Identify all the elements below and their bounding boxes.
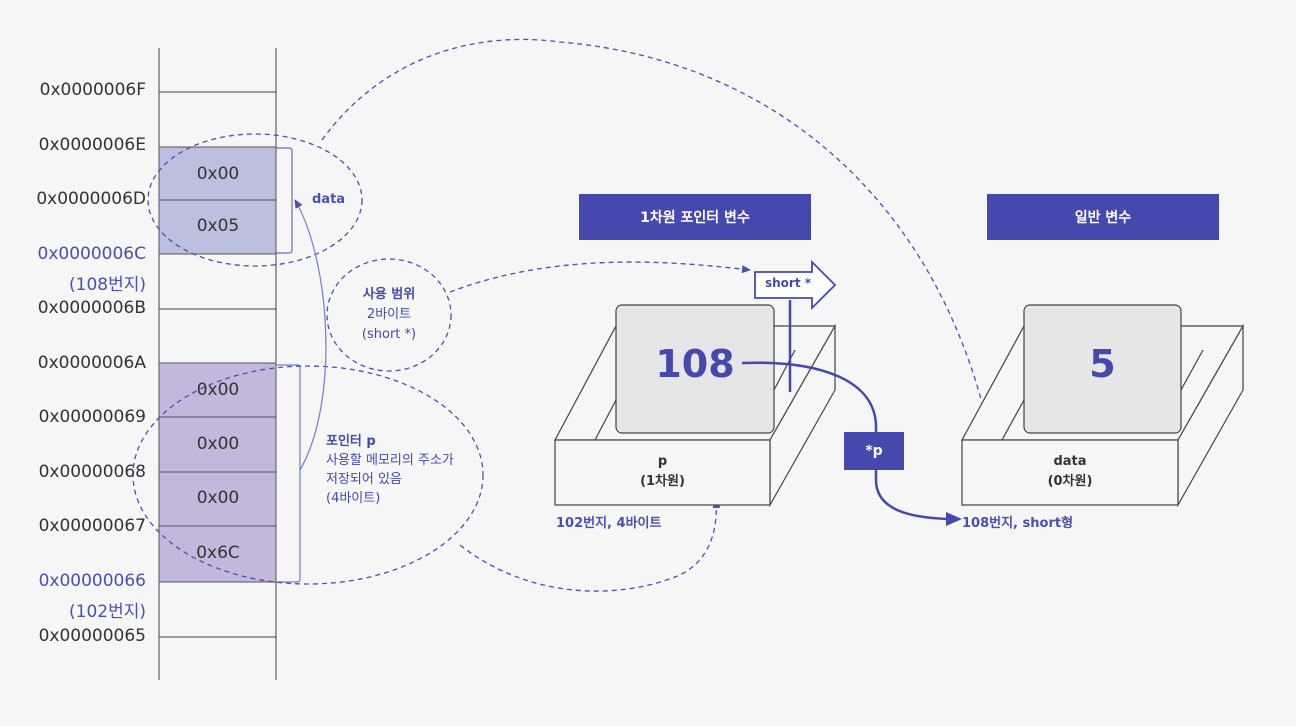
address-69: 0x00000069	[38, 407, 146, 427]
ptr-cell-3-value: 0x00	[196, 488, 240, 508]
normal-var-box	[960, 304, 1245, 508]
normal-var-name: data (0차원)	[962, 452, 1178, 492]
pointer-var-box	[553, 304, 837, 508]
address-66: 0x00000066	[38, 571, 146, 591]
normal-var-caption: 108번지, short형	[962, 516, 1074, 531]
data-cell-low-value: 0x05	[196, 216, 240, 236]
data-cell-low	[158, 199, 277, 255]
range-line1: 2바이트	[366, 307, 412, 322]
pointer-var-caption: 102번지, 4바이트	[556, 516, 662, 531]
address-6f: 0x0000006F	[39, 80, 146, 100]
normal-var-header: 일반 변수	[987, 194, 1219, 240]
pointer-label-line1: 사용할 메모리의 주소가	[326, 453, 454, 468]
address-6d: 0x0000006D	[36, 189, 146, 209]
normal-var-name-text: data	[1053, 454, 1087, 469]
address-6a: 0x0000006A	[37, 353, 146, 373]
pointer-label-title: 포인터 p	[326, 434, 376, 449]
type-tag-label: short *	[764, 276, 812, 290]
ptr-cell-1-value: 0x00	[196, 380, 240, 400]
address-65: 0x00000065	[38, 626, 146, 646]
range-line2: (short *)	[361, 327, 417, 342]
pointer-var-header: 1차원 포인터 변수	[579, 194, 811, 240]
range-title: 사용 범위	[362, 287, 416, 302]
address-68: 0x00000068	[38, 462, 146, 482]
normal-value: 5	[1089, 342, 1116, 386]
address-6e: 0x0000006E	[38, 135, 146, 155]
pointer-label-line2: 저장되어 있음	[326, 472, 402, 487]
pointer-ellipse	[132, 365, 484, 585]
data-cell-high	[158, 146, 277, 201]
pointer-var-name-text: p	[657, 454, 668, 469]
pointer-label-line3: (4바이트)	[326, 491, 381, 506]
pointer-var-dim: (1차원)	[640, 474, 685, 489]
ptr-cell-4	[158, 525, 277, 583]
ptr-cell-3	[158, 471, 277, 527]
address-6b: 0x0000006B	[37, 298, 146, 318]
range-ellipse	[326, 258, 452, 372]
pointer-var-name: p (1차원)	[555, 452, 770, 492]
ptr-cell-2	[158, 416, 277, 473]
normal-var-dim: (0차원)	[1047, 474, 1093, 489]
address-6c: 0x0000006C	[37, 244, 146, 264]
ptr-cell-1	[158, 362, 277, 418]
address-67: 0x00000067	[38, 516, 146, 536]
ptr-cell-4-value: 0x6C	[196, 543, 240, 563]
address-6c-note: (108번지)	[69, 275, 146, 295]
data-ellipse	[147, 133, 363, 267]
short-pointer-flag	[754, 259, 837, 392]
deref-tag: *p	[844, 432, 904, 470]
range-label: 사용 범위 2바이트 (short *)	[339, 285, 439, 345]
memory-column	[158, 48, 301, 680]
address-66-note: (102번지)	[69, 602, 146, 622]
data-cell-high-value: 0x00	[196, 164, 240, 184]
pointer-value: 108	[655, 342, 735, 386]
ptr-cell-2-value: 0x00	[196, 434, 240, 454]
pointer-label: 포인터 p 사용할 메모리의 주소가 저장되어 있음 (4바이트)	[326, 432, 454, 508]
data-label: data	[312, 192, 346, 207]
